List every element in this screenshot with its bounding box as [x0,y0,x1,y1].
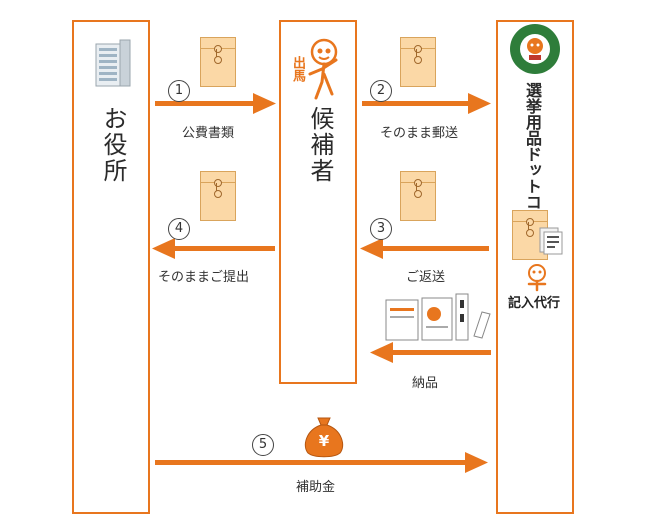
money-bag-icon: ¥ [300,412,348,458]
service-label: 記入代行 [508,296,561,311]
arrow-right-icon [155,452,488,473]
step-number-2: 2 [370,80,392,102]
arrow-left-icon [360,238,489,259]
candidate-label: 候補者 [306,106,334,184]
arrow-right-icon [362,93,491,114]
arrow-left-icon [370,342,491,363]
step-number-1: 1 [168,80,190,102]
office-building-icon [90,38,134,88]
step-label-1: 公費書類 [182,126,235,141]
envelope-icon [200,37,236,87]
envelope-icon [400,171,436,221]
envelope-icon [200,171,236,221]
step-label-4: そのままご提出 [158,270,250,285]
shop-label: 選挙用品ドットコム [523,82,542,226]
arrow-left-icon [152,238,275,259]
step-label-2: そのまま郵送 [380,126,459,141]
clerk-mascot-icon [524,264,550,292]
office-label: お役所 [99,106,127,184]
yen-symbol: ¥ [318,432,330,450]
candidate-mascot-icon: 出馬 [288,36,348,100]
step-number-5: 5 [252,434,274,456]
office-column [72,20,150,514]
candidate-badge: 出馬 [290,56,305,82]
shop-logo-icon [508,22,562,76]
candidate-column [279,20,357,384]
documents-icon [538,226,566,256]
step-number-4: 4 [168,218,190,240]
arrow-right-icon [155,93,276,114]
envelope-icon [400,37,436,87]
step-number-3: 3 [370,218,392,240]
documents-icon [384,292,494,342]
step-label-3: ご返送 [406,270,446,285]
delivery-label: 納品 [412,376,439,391]
step-label-5: 補助金 [296,480,336,495]
